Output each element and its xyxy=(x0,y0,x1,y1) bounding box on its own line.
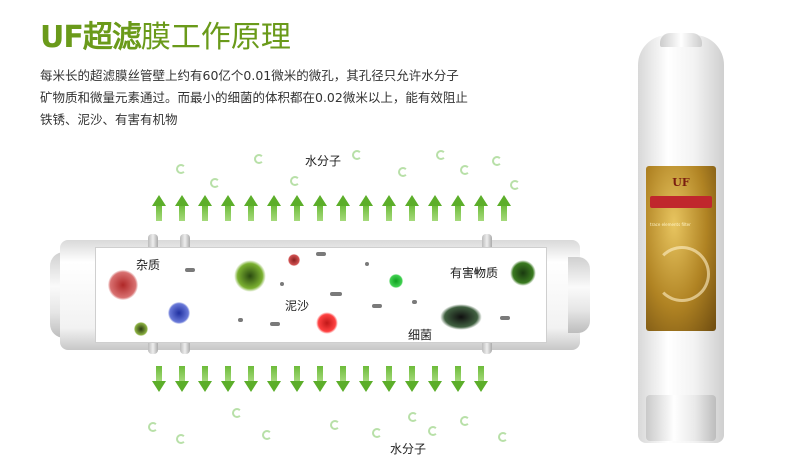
arrow-down-icon xyxy=(313,366,327,392)
sediment-dash xyxy=(474,270,479,274)
water-molecule-label-top: 水分子 xyxy=(305,154,342,168)
arrow-up-icon xyxy=(244,195,258,221)
harmful-label: 有害物质 xyxy=(450,266,499,280)
description-line: 矿物质和微量元素通过。而最小的细菌的体积都在0.02微米以上，能有效阻止 xyxy=(40,90,468,105)
red-particle-small xyxy=(288,254,300,266)
water-bubble xyxy=(176,434,186,444)
arrow-down-icon xyxy=(474,366,488,392)
arrow-down-icon xyxy=(152,366,166,392)
blue-bacteria xyxy=(168,302,190,324)
cartridge-stripe xyxy=(650,196,712,208)
description-line: 每米长的超滤膜丝管壁上约有60亿个0.01微米的微孔，其孔径只允许水分子 xyxy=(40,68,459,83)
water-bubble xyxy=(510,180,520,190)
water-bubble xyxy=(232,408,242,418)
water-bubble xyxy=(372,428,382,438)
cartridge-caption: trace elements filter xyxy=(650,222,691,227)
arrow-down-icon xyxy=(428,366,442,392)
arrow-down-icon xyxy=(451,366,465,392)
sediment-dash xyxy=(185,268,195,272)
page-title: UF超滤膜工作原理 xyxy=(40,18,291,58)
mud-label: 泥沙 xyxy=(285,299,310,313)
water-swirl-icon xyxy=(654,246,710,302)
arrow-down-icon xyxy=(175,366,189,392)
sediment-dash xyxy=(500,316,510,320)
cartridge-top-cap xyxy=(660,33,702,47)
arrow-up-icon xyxy=(474,195,488,221)
sediment-dash xyxy=(270,322,280,326)
arrow-up-icon xyxy=(198,195,212,221)
arrow-up-icon xyxy=(428,195,442,221)
tube-cap-right xyxy=(568,257,590,333)
cartridge-bottom-cap xyxy=(646,395,716,441)
water-bubble xyxy=(290,176,300,186)
dark-green-virus xyxy=(510,260,536,286)
arrow-up-icon xyxy=(336,195,350,221)
water-bubble xyxy=(498,432,508,442)
water-bubble xyxy=(262,430,272,440)
arrow-down-icon xyxy=(359,366,373,392)
title-light: 膜工作原理 xyxy=(140,20,291,55)
water-bubble xyxy=(330,420,340,430)
sediment-dash xyxy=(365,262,369,266)
description: 每米长的超滤膜丝管壁上约有60亿个0.01微米的微孔，其孔径只允许水分子 矿物质… xyxy=(40,65,560,131)
arrow-down-icon xyxy=(221,366,235,392)
water-molecule-label-bottom: 水分子 xyxy=(390,442,427,456)
arrow-down-icon xyxy=(290,366,304,392)
arrow-down-icon xyxy=(267,366,281,392)
water-bubble xyxy=(460,416,470,426)
arrow-up-icon xyxy=(175,195,189,221)
arrow-up-icon xyxy=(497,195,511,221)
arrow-up-icon xyxy=(221,195,235,221)
arrow-up-icon xyxy=(290,195,304,221)
arrow-down-icon xyxy=(405,366,419,392)
sediment-dash xyxy=(412,300,417,304)
arrow-up-icon xyxy=(313,195,327,221)
water-bubble xyxy=(408,412,418,422)
dark-bacteria xyxy=(440,304,482,330)
impurity-particle xyxy=(108,270,138,300)
arrow-down-icon xyxy=(382,366,396,392)
cartridge-label: UF trace elements filter xyxy=(646,166,716,331)
water-bubble xyxy=(398,167,408,177)
water-bubble xyxy=(148,422,158,432)
sediment-dash xyxy=(372,304,382,308)
sediment-dash xyxy=(316,252,326,256)
description-line: 铁锈、泥沙、有害有机物 xyxy=(40,112,178,127)
cartridge-brand: UF xyxy=(672,176,690,189)
water-bubble xyxy=(436,150,446,160)
sediment-dash xyxy=(238,318,243,322)
water-bubble xyxy=(210,178,220,188)
arrow-down-icon xyxy=(198,366,212,392)
arrow-down-icon xyxy=(336,366,350,392)
water-bubble xyxy=(352,150,362,160)
water-bubble xyxy=(254,154,264,164)
arrow-up-icon xyxy=(152,195,166,221)
bacteria-label: 细菌 xyxy=(408,328,433,342)
water-bubble xyxy=(460,165,470,175)
water-bubble xyxy=(428,426,438,436)
arrow-up-icon xyxy=(359,195,373,221)
green-bacteria xyxy=(389,274,403,288)
sediment-dash xyxy=(280,282,284,286)
green-virus xyxy=(234,260,266,292)
arrow-up-icon xyxy=(382,195,396,221)
sediment-dash xyxy=(330,292,342,296)
water-bubble xyxy=(176,164,186,174)
impurity-label: 杂质 xyxy=(136,258,161,272)
arrow-up-icon xyxy=(451,195,465,221)
green-particle xyxy=(134,322,148,336)
arrow-up-icon xyxy=(405,195,419,221)
arrow-up-icon xyxy=(267,195,281,221)
water-bubble xyxy=(492,156,502,166)
title-bold: UF超滤 xyxy=(40,20,142,55)
red-virus xyxy=(316,312,338,334)
arrow-down-icon xyxy=(244,366,258,392)
